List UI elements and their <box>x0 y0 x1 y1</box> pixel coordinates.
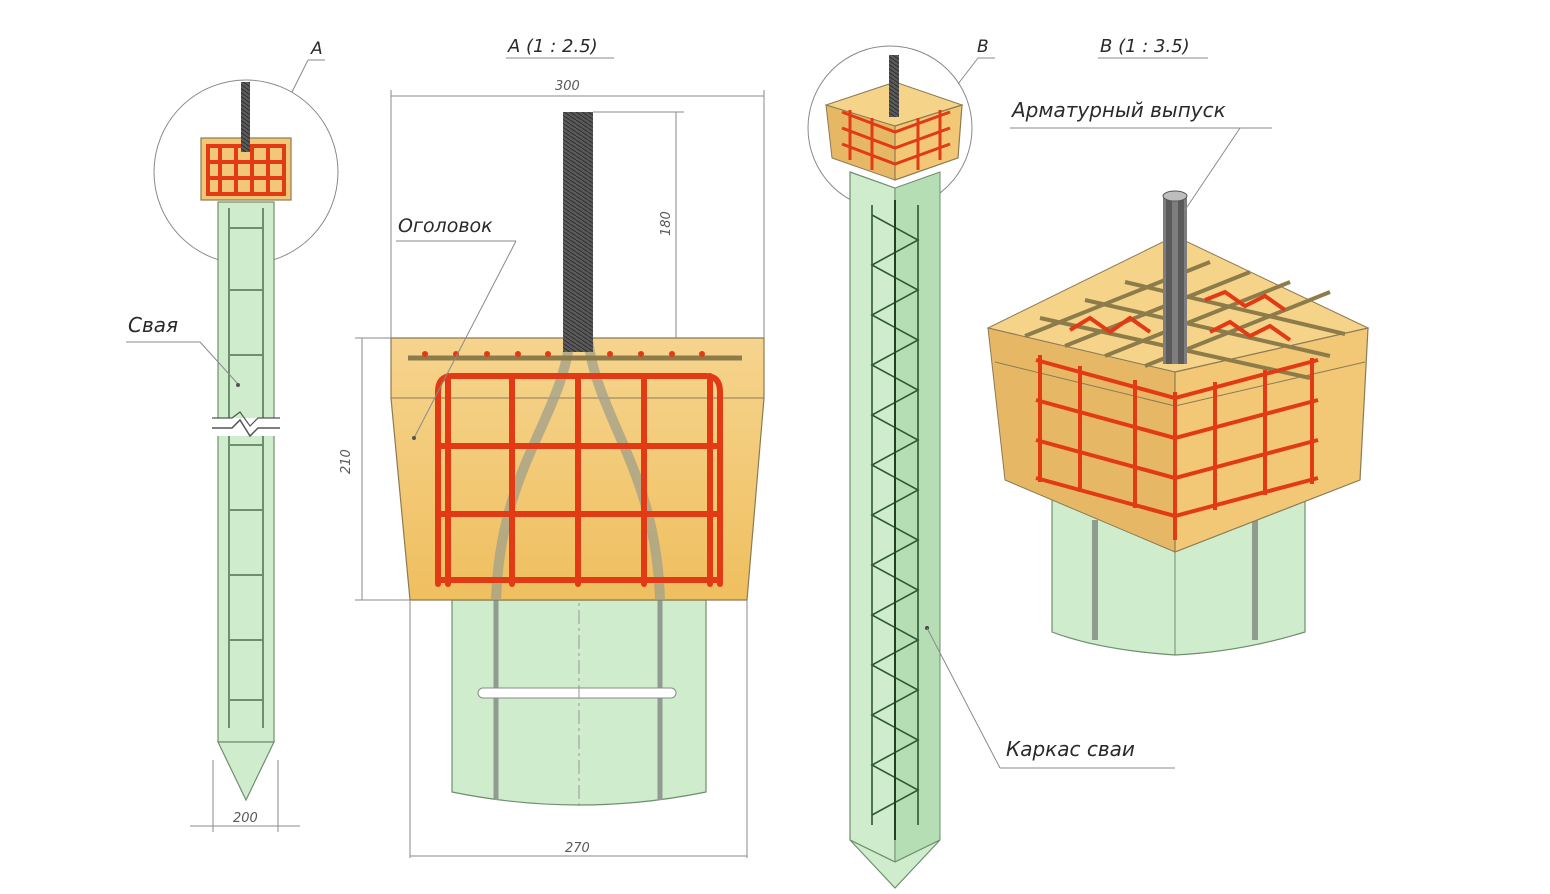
cap-height-dimension: 210 <box>339 449 354 474</box>
detail-a-marker: A <box>310 39 323 59</box>
detail-a-title: A (1 : 2.5) <box>507 36 598 57</box>
detail-a-view: A (1 : 2.5) <box>339 36 765 858</box>
rebar-outlet-label: Арматурный выпуск <box>1010 98 1226 122</box>
pile-width-dimension: 200 <box>233 811 258 826</box>
detail-a-pile <box>451 599 707 806</box>
detail-b-marker: B <box>977 37 989 57</box>
detail-b-title: B (1 : 3.5) <box>1100 36 1190 57</box>
detail-b-rebar-cage <box>1035 289 1319 540</box>
pile-label: Свая <box>128 313 178 337</box>
detail-a-rebar-cage <box>435 373 723 587</box>
outlet-height-dimension: 180 <box>659 211 674 236</box>
cap-width-top-dimension: 300 <box>555 79 580 94</box>
pile-isometric: B Каркас сваи <box>807 37 1175 889</box>
pile-overview: A Свая <box>126 39 339 832</box>
detail-b-rebar-outlet <box>1162 190 1188 364</box>
detail-b-view: B (1 : 3.5) <box>986 36 1370 656</box>
pile-frame-label: Каркас сваи <box>1006 737 1135 761</box>
detail-a-rebar-outlet <box>563 112 593 352</box>
pile-head-label: Оголовок <box>398 215 493 237</box>
pile-body <box>217 201 275 743</box>
cap-width-bottom-dimension: 270 <box>565 841 590 856</box>
